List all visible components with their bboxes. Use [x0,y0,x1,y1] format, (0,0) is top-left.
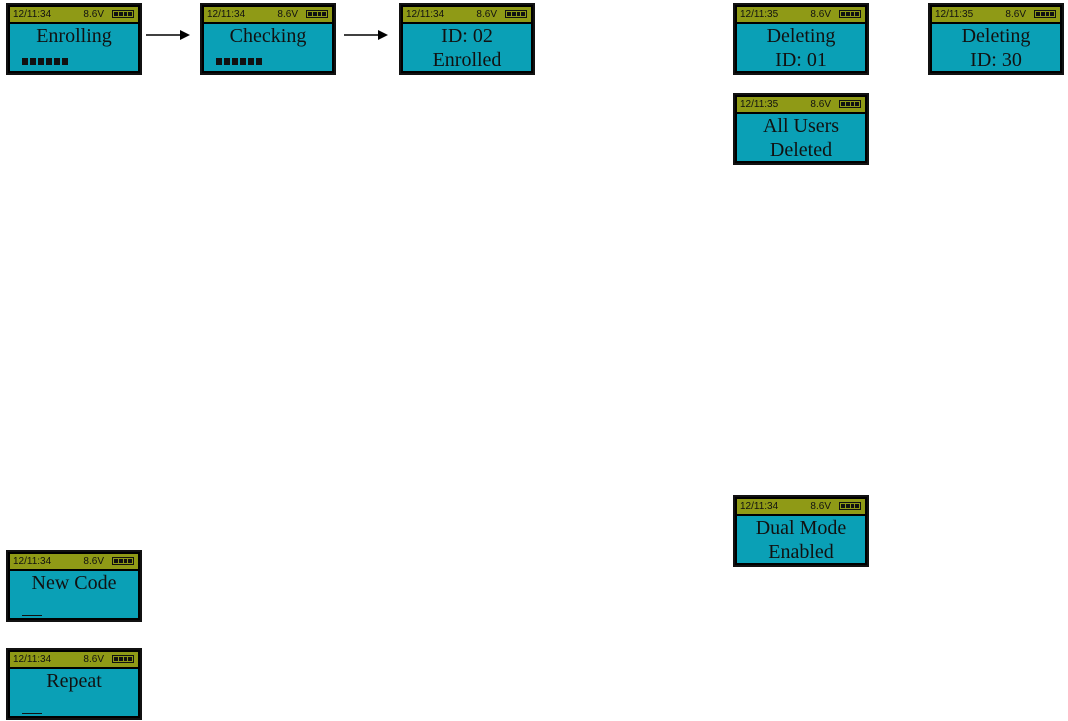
voltage: 8.6V [83,654,104,665]
screen-line-1: Repeat [46,670,102,692]
status-bar: 12/11:34 8.6V [737,499,865,514]
clock: 12/11:34 [13,654,52,665]
battery-icon [839,100,861,108]
clock: 12/11:34 [13,9,52,20]
screen-line-2: ID: 01 [775,49,827,71]
status-bar: 12/11:34 8.6V [10,7,138,22]
voltage: 8.6V [83,556,104,567]
screen-line-1: Enrolling [36,25,112,47]
clock: 12/11:35 [935,9,974,20]
screen-line-1: All Users [762,115,840,137]
screen: Checking [204,24,332,71]
lcd-repeat: 12/11:34 8.6V Repeat [6,648,142,720]
battery-icon [112,557,134,565]
screen-line-2: Enabled [768,541,834,563]
status-bar: 12/11:34 8.6V [403,7,531,22]
voltage: 8.6V [476,9,497,20]
lcd-all-users-deleted: 12/11:35 8.6V All Users Deleted [733,93,869,165]
screen: Repeat [10,669,138,716]
screen-line-2: ID: 30 [970,49,1022,71]
status-bar: 12/11:35 8.6V [932,7,1060,22]
lcd-dual-mode-enabled: 12/11:34 8.6V Dual Mode Enabled [733,495,869,567]
clock: 12/11:34 [13,556,52,567]
clock: 12/11:35 [740,9,779,20]
status-bar: 12/11:34 8.6V [204,7,332,22]
battery-icon [839,10,861,18]
screen-line-1: Checking [229,25,307,47]
lcd-enrolled: 12/11:34 8.6V ID: 02 Enrolled [399,3,535,75]
battery-icon [306,10,328,18]
battery-icon [1034,10,1056,18]
screen-line-1: Deleting [766,25,836,47]
battery-icon [112,655,134,663]
voltage: 8.6V [810,9,831,20]
arrow-right-icon [146,30,190,40]
screen-line-1: ID: 02 [441,25,493,47]
status-bar: 12/11:34 8.6V [10,652,138,667]
voltage: 8.6V [1005,9,1026,20]
screen: Enrolling [10,24,138,71]
clock: 12/11:34 [406,9,445,20]
status-bar: 12/11:35 8.6V [737,97,865,112]
screen-line-1: Deleting [961,25,1031,47]
clock: 12/11:35 [740,99,779,110]
screen: Dual Mode Enabled [737,516,865,563]
screen: Deleting ID: 30 [932,24,1060,71]
progress-bar [216,58,262,65]
lcd-enrolling: 12/11:34 8.6V Enrolling [6,3,142,75]
input-cursor [22,615,42,616]
lcd-new-code: 12/11:34 8.6V New Code [6,550,142,622]
status-bar: 12/11:34 8.6V [10,554,138,569]
screen-line-1: Dual Mode [755,517,847,539]
screen-line-1: New Code [31,572,117,594]
input-cursor [22,713,42,714]
battery-icon [112,10,134,18]
screen-line-2: Deleted [769,139,833,161]
voltage: 8.6V [810,99,831,110]
lcd-deleting-01: 12/11:35 8.6V Deleting ID: 01 [733,3,869,75]
battery-icon [839,502,861,510]
progress-bar [22,58,68,65]
status-bar: 12/11:35 8.6V [737,7,865,22]
lcd-checking: 12/11:34 8.6V Checking [200,3,336,75]
screen-line-2: Enrolled [432,49,502,71]
lcd-deleting-30: 12/11:35 8.6V Deleting ID: 30 [928,3,1064,75]
screen: All Users Deleted [737,114,865,161]
voltage: 8.6V [83,9,104,20]
screen: ID: 02 Enrolled [403,24,531,71]
screen: New Code [10,571,138,618]
voltage: 8.6V [277,9,298,20]
battery-icon [505,10,527,18]
arrow-right-icon [344,30,388,40]
clock: 12/11:34 [740,501,779,512]
screen: Deleting ID: 01 [737,24,865,71]
voltage: 8.6V [810,501,831,512]
clock: 12/11:34 [207,9,246,20]
